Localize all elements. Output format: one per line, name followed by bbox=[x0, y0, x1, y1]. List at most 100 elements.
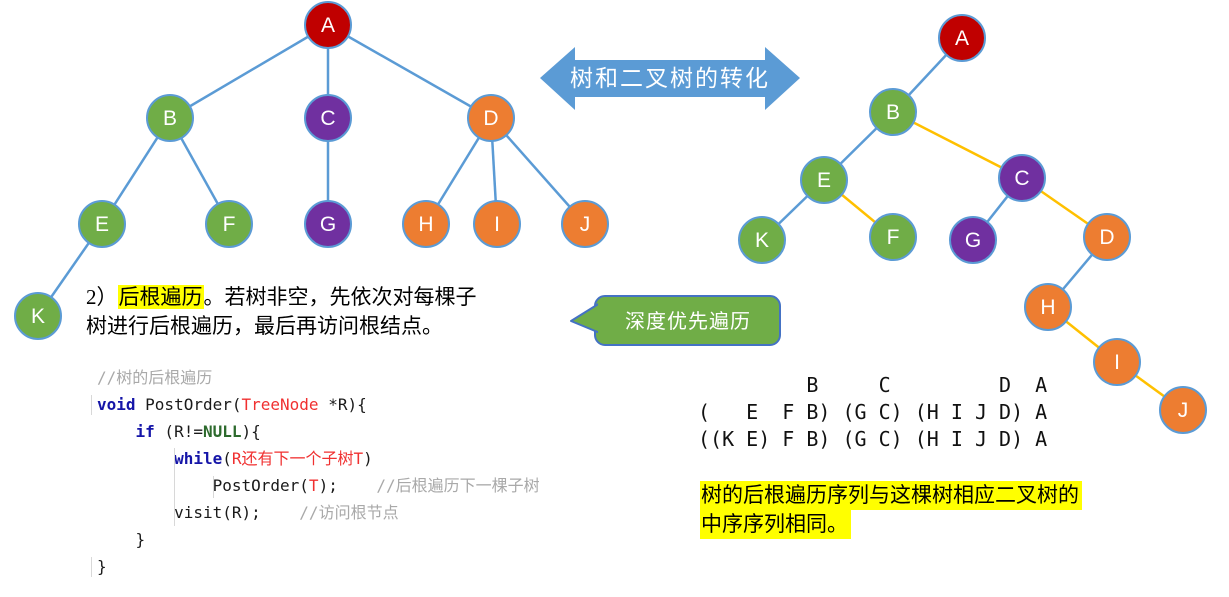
code-line: PostOrder(T); //后根遍历下一棵子树 bbox=[97, 472, 540, 499]
binary-tree-node-label-D: D bbox=[1099, 226, 1114, 249]
binary-tree-node-label-J: J bbox=[1178, 399, 1189, 422]
double-arrow-shape bbox=[540, 47, 800, 110]
code-token: ); bbox=[318, 476, 377, 495]
code-token: R还有下一个子树T bbox=[231, 449, 364, 468]
postorder-highlight: 后根遍历 bbox=[117, 285, 204, 309]
definition-text-line1: 。若树非空，先依次对每棵子 bbox=[203, 285, 477, 309]
binary-tree-node-F bbox=[869, 213, 917, 261]
binary-tree-node-E bbox=[800, 156, 848, 204]
binary-tree-node-G bbox=[949, 216, 997, 264]
code-line: if (R!=NULL){ bbox=[97, 418, 540, 445]
original-tree-node-label-H: H bbox=[418, 213, 433, 236]
original-tree-node-C bbox=[304, 94, 352, 142]
sequence-line-roots: B C D A bbox=[698, 373, 1048, 397]
conclusion-line2: 中序序列相同。 bbox=[700, 510, 851, 539]
postorder-code-block: //树的后根遍历 void PostOrder(TreeNode *R){ if … bbox=[91, 364, 540, 580]
code-token: void bbox=[97, 395, 136, 414]
original-tree-node-label-F: F bbox=[223, 213, 236, 236]
original-tree-node-K bbox=[14, 292, 62, 340]
binary-tree-node-H bbox=[1024, 283, 1072, 331]
binary-tree-node-label-G: G bbox=[965, 229, 981, 252]
code-line: } bbox=[97, 526, 540, 553]
callout-tail bbox=[570, 302, 601, 334]
postorder-definition: 2）后根遍历。若树非空，先依次对每棵子 树进行后根遍历，最后再访问根结点。 bbox=[86, 283, 626, 341]
original-tree-node-label-G: G bbox=[320, 213, 336, 236]
original-tree-node-E bbox=[78, 200, 126, 248]
binary-tree-node-label-B: B bbox=[886, 101, 900, 124]
code-token: ) bbox=[363, 449, 373, 468]
original-tree-node-label-J: J bbox=[580, 213, 591, 236]
binary-tree-node-J bbox=[1159, 386, 1207, 434]
original-tree-node-J bbox=[561, 200, 609, 248]
code-token: ( bbox=[222, 449, 232, 468]
binary-tree-node-label-H: H bbox=[1040, 296, 1055, 319]
binary-tree-node-K bbox=[738, 216, 786, 264]
code-line: visit(R); //访问根节点 bbox=[97, 499, 540, 526]
code-token: NULL bbox=[202, 422, 242, 441]
code-token: PostOrder( bbox=[135, 395, 242, 414]
indent-guide bbox=[91, 557, 92, 577]
code-token: (R!= bbox=[154, 422, 203, 441]
binary-tree-node-D bbox=[1083, 213, 1131, 261]
binary-tree-node-C bbox=[998, 154, 1046, 202]
binary-tree-node-A bbox=[938, 14, 986, 62]
definition-text-line2: 树进行后根遍历，最后再访问根结点。 bbox=[86, 314, 443, 338]
conclusion-line1: 树的后根遍历序列与这棵树相应二叉树的 bbox=[700, 481, 1082, 510]
binary-tree-node-label-C: C bbox=[1014, 167, 1029, 190]
tree-edge-B-C bbox=[892, 110, 1023, 180]
binary-tree-node-label-I: I bbox=[1114, 351, 1120, 374]
binary-tree-node-I bbox=[1093, 338, 1141, 386]
code-token bbox=[97, 422, 136, 441]
indent-guide bbox=[174, 448, 175, 526]
binary-tree-node-label-K: K bbox=[755, 229, 769, 252]
original-tree-node-G bbox=[304, 200, 352, 248]
original-tree-node-H bbox=[402, 200, 450, 248]
original-tree-node-A bbox=[304, 1, 352, 49]
code-line: void PostOrder(TreeNode *R){ bbox=[97, 391, 540, 418]
code-token: } bbox=[97, 530, 146, 549]
dfs-callout-label: 深度优先遍历 bbox=[625, 310, 751, 333]
original-tree-node-label-K: K bbox=[31, 305, 45, 328]
conversion-arrow: 树和二叉树的转化 bbox=[540, 47, 800, 110]
code-token: while bbox=[174, 449, 223, 468]
original-tree-node-B bbox=[146, 94, 194, 142]
binary-tree-node-label-F: F bbox=[887, 226, 900, 249]
indent-guide bbox=[91, 395, 92, 415]
code-token: if bbox=[135, 422, 155, 441]
sequence-line-level1: ( E F B) (G C) (H I J D) A bbox=[698, 400, 1048, 424]
original-tree-node-label-E: E bbox=[95, 213, 109, 236]
code-line: } bbox=[97, 553, 540, 580]
sequence-line-full: ((K E) F B) (G C) (H I J D) A bbox=[698, 427, 1048, 451]
binary-tree-node-label-E: E bbox=[817, 169, 831, 192]
original-tree-node-label-D: D bbox=[483, 107, 498, 130]
code-token: *R){ bbox=[318, 395, 367, 414]
tree-edge-A-B bbox=[169, 23, 329, 120]
item-number: 2） bbox=[86, 285, 118, 309]
binary-tree-node-label-A: A bbox=[955, 27, 969, 50]
original-tree-node-label-I: I bbox=[494, 213, 500, 236]
code-token: //后根遍历下一棵子树 bbox=[376, 476, 540, 495]
indent-guide bbox=[213, 476, 214, 498]
original-tree-node-F bbox=[205, 200, 253, 248]
conclusion-note: 树的后根遍历序列与这棵树相应二叉树的 中序序列相同。 bbox=[700, 481, 1082, 539]
binary-tree-node-B bbox=[869, 88, 917, 136]
code-token: TreeNode bbox=[241, 395, 319, 414]
callout-tail-mask bbox=[598, 301, 604, 337]
code-token: //树的后根遍历 bbox=[97, 368, 213, 387]
code-token: ){ bbox=[241, 422, 261, 441]
conversion-arrow-label: 树和二叉树的转化 bbox=[570, 66, 770, 91]
original-tree-node-label-C: C bbox=[320, 107, 335, 130]
dfs-callout: 深度优先遍历 bbox=[570, 295, 781, 346]
original-tree-node-I bbox=[473, 200, 521, 248]
code-token: //访问根节点 bbox=[299, 503, 399, 522]
code-token: } bbox=[97, 557, 107, 576]
original-tree-node-label-A: A bbox=[321, 14, 335, 37]
original-tree-node-D bbox=[467, 94, 515, 142]
code-token: T bbox=[308, 476, 319, 495]
code-line: //树的后根遍历 bbox=[97, 364, 540, 391]
code-token bbox=[97, 449, 174, 468]
